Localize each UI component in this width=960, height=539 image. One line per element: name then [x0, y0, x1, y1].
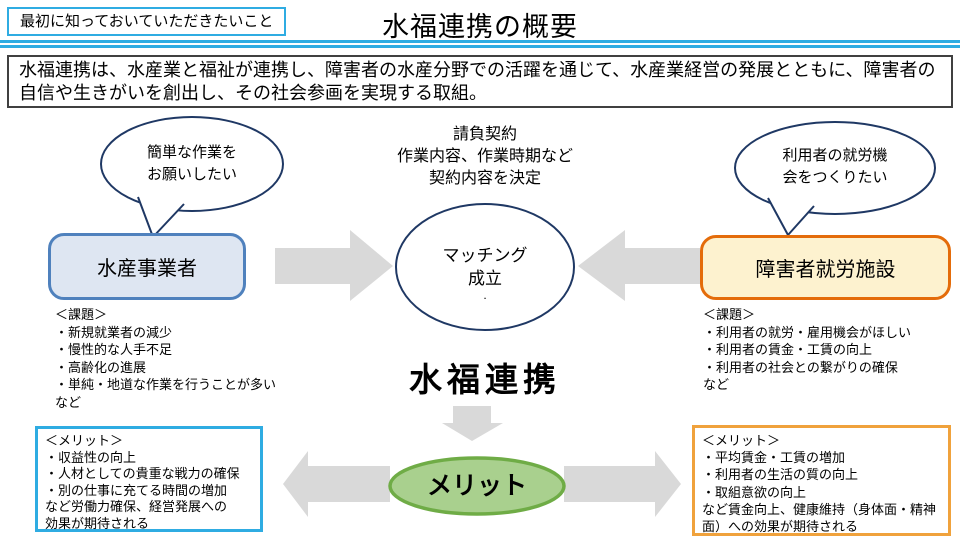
- summary-box: 水福連携は、水産業と福祉が連携し、障害者の水産分野での活躍を通じて、水産業経営の…: [7, 55, 953, 108]
- fishery-issue-line: ＜課題＞: [55, 307, 108, 322]
- fishery-merits-box: ＜メリット＞ ・収益性の向上 ・人材としての貴重な戦力の確保 ・別の仕事に充てる…: [35, 426, 263, 532]
- fishery-issue-line: ・慢性的な人手不足: [55, 342, 173, 357]
- welfare-merit-line: ・利用者の生活の質の向上: [702, 467, 859, 483]
- left-bubble-text: 簡単な作業を お願いしたい: [102, 142, 282, 186]
- fishery-issue-line: ・新規就業者の減少: [55, 324, 173, 340]
- contract-note: 請負契約 作業内容、作業時期など 契約内容を決定: [360, 124, 610, 190]
- fishery-merit-line: ・別の仕事に充てる時間の増加: [45, 482, 228, 498]
- fishery-issue-line: ・高齢化の進展: [55, 359, 147, 375]
- arrow-merit-right-icon: [564, 451, 681, 517]
- welfare-issue-line: ・利用者の就労・雇用機会がほしい: [703, 324, 912, 340]
- matching-ellipse: [395, 203, 575, 331]
- fishery-merit-line: ＜メリット＞: [45, 433, 124, 448]
- merit-ellipse-label: メリット: [426, 472, 527, 500]
- fishery-issues-list: ＜課題＞ ・新規就業者の減少 ・慢性的な人手不足 ・高齢化の進展 ・単純・地道な…: [55, 306, 315, 411]
- fishery-operator-box: 水産事業者: [48, 233, 246, 300]
- contract-note-line: 請負契約: [452, 126, 517, 143]
- left-speech-bubble: [100, 116, 284, 212]
- right-bubble-line: 利用者の就労機: [782, 147, 888, 164]
- right-speech-bubble: [734, 121, 936, 215]
- fishery-merit-line: ・人材としての貴重な戦力の確保: [45, 466, 240, 481]
- header-divider: [0, 40, 960, 48]
- contract-note-line: 作業内容、作業時期など: [396, 148, 573, 165]
- welfare-issue-line: など: [703, 377, 730, 392]
- fishery-issue-line: ・単純・地道な作業を行うことが多い: [55, 377, 277, 392]
- welfare-facility-box: 障害者就労施設: [700, 235, 951, 300]
- right-bubble-text: 利用者の就労機 会をつくりたい: [735, 145, 935, 189]
- arrow-welfare-to-matching-icon: [578, 230, 700, 301]
- matching-line: マッチング: [442, 246, 528, 265]
- welfare-issue-line: ・利用者の賃金・工賃の向上: [703, 342, 873, 357]
- page-title: 水福連携の概要: [382, 12, 578, 42]
- fishery-issue-line: など: [55, 394, 82, 410]
- welfare-issue-line: ＜課題＞: [703, 307, 756, 322]
- welfare-merit-line: ・平均賃金・工賃の増加: [702, 450, 846, 466]
- welfare-merit-line: など賃金向上、健康維持（身体面・精神: [702, 501, 937, 517]
- left-speech-bubble-tail: [137, 196, 185, 238]
- welfare-merit-line: ＜メリット＞: [702, 433, 781, 448]
- welfare-merits-box: ＜メリット＞ ・平均賃金・工賃の増加 ・利用者の生活の質の向上 ・取組意欲の向上…: [692, 425, 951, 536]
- fishery-merit-line: 効果が期待される: [45, 515, 150, 531]
- arrow-merit-left-icon: [283, 451, 390, 517]
- welfare-merit-line: 面）への効果が期待される: [702, 519, 859, 535]
- fishery-merit-line: など労働力確保、経営発展への: [45, 499, 228, 514]
- arrow-down-icon: [442, 406, 503, 441]
- welfare-merit-line: ・取組意欲の向上: [702, 484, 807, 500]
- matching-text: マッチング 成立 .: [395, 244, 575, 302]
- left-bubble-line: 簡単な作業を: [146, 144, 237, 161]
- contract-note-line: 契約内容を決定: [428, 170, 541, 187]
- welfare-issue-line: ・利用者の社会との繋がりの確保: [703, 359, 898, 375]
- merit-ellipse: [388, 456, 566, 516]
- headline: 水福連携: [409, 361, 561, 398]
- right-bubble-line: 会をつくりたい: [782, 169, 888, 186]
- fishery-merit-line: ・収益性の向上: [45, 449, 137, 465]
- matching-dot: .: [483, 288, 487, 302]
- header-tag: 最初に知っておいていただきたいこと: [7, 7, 287, 36]
- matching-line: 成立: [468, 269, 502, 288]
- arrow-fishery-to-matching-icon: [275, 230, 393, 301]
- left-bubble-line: お願いしたい: [146, 166, 237, 183]
- welfare-issues-list: ＜課題＞ ・利用者の就労・雇用機会がほしい ・利用者の賃金・工賃の向上 ・利用者…: [703, 306, 953, 394]
